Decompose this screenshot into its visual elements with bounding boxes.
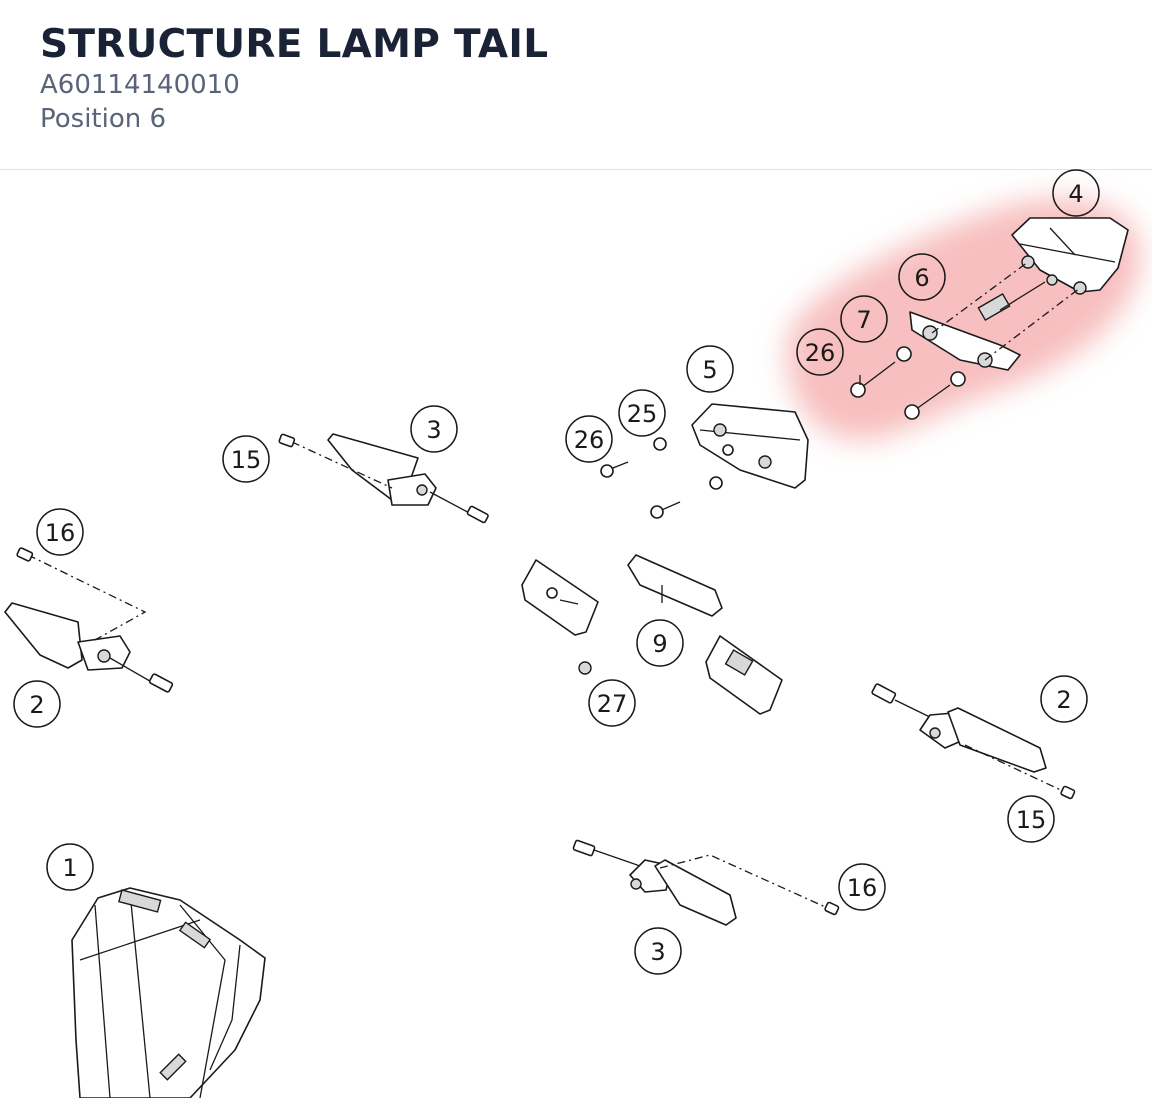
callout-circle: [618, 389, 666, 437]
callout-circle: [634, 927, 682, 975]
callouts: 4 6 7 26 5 25 26 3 15 16 2 9 27 2 15 1 16 3: [13, 169, 1100, 975]
callout-number: 3: [650, 938, 665, 966]
part-5-license-lamp[interactable]: [691, 403, 809, 489]
callout-circle: [36, 508, 84, 556]
callout-number: 2: [29, 691, 44, 719]
callout-1[interactable]: 1: [46, 843, 94, 891]
callout-circle: [1052, 169, 1100, 217]
part-2-indicator-left[interactable]: [4, 602, 174, 693]
callout-number: 27: [597, 690, 628, 718]
callout-circle: [1040, 675, 1088, 723]
callout-9[interactable]: 9: [636, 619, 684, 667]
callout-circle: [686, 345, 734, 393]
callout-circle: [840, 295, 888, 343]
part-15-screw-upper[interactable]: [278, 433, 393, 489]
part-7-washers[interactable]: [896, 346, 966, 387]
callout-circle: [46, 843, 94, 891]
callout-15[interactable]: 15: [1007, 795, 1055, 843]
part-1-housing[interactable]: [71, 887, 266, 1098]
callout-circle: [898, 253, 946, 301]
callout-circle: [1007, 795, 1055, 843]
callout-number: 3: [426, 416, 441, 444]
callout-number: 4: [1068, 180, 1083, 208]
callout-number: 25: [627, 400, 658, 428]
callout-25[interactable]: 25: [618, 389, 666, 437]
callout-2[interactable]: 2: [13, 680, 61, 728]
callout-number: 15: [231, 446, 262, 474]
callout-circle: [565, 415, 613, 463]
callout-number: 26: [574, 426, 605, 454]
callout-number: 16: [847, 874, 878, 902]
callout-16[interactable]: 16: [838, 863, 886, 911]
callout-number: 9: [652, 630, 667, 658]
callout-27[interactable]: 27: [588, 679, 636, 727]
callout-2[interactable]: 2: [1040, 675, 1088, 723]
header: STRUCTURE LAMP TAIL A60114140010 Positio…: [0, 0, 1152, 170]
callout-16[interactable]: 16: [36, 508, 84, 556]
part-26-screws-top[interactable]: [850, 361, 951, 420]
callout-3[interactable]: 3: [634, 927, 682, 975]
callout-number: 26: [805, 339, 836, 367]
callout-7[interactable]: 7: [840, 295, 888, 343]
part-16-screw-lower[interactable]: [659, 854, 840, 916]
callout-number: 1: [62, 854, 77, 882]
callout-circle: [410, 405, 458, 453]
callout-6[interactable]: 6: [898, 253, 946, 301]
page-title: STRUCTURE LAMP TAIL: [40, 22, 549, 67]
callout-circle: [796, 328, 844, 376]
callout-number: 16: [45, 519, 76, 547]
callout-circle: [838, 863, 886, 911]
callout-number: 7: [856, 306, 871, 334]
callout-26[interactable]: 26: [565, 415, 613, 463]
callout-5[interactable]: 5: [686, 345, 734, 393]
part-2-indicator-right[interactable]: [871, 683, 1047, 773]
part-9-plates[interactable]: [521, 554, 783, 715]
part-6-bracket[interactable]: [909, 261, 1081, 371]
part-code: A60114140010: [40, 70, 240, 100]
part-3-indicator-lower[interactable]: [572, 839, 737, 926]
callout-number: 6: [914, 264, 929, 292]
callout-circle: [636, 619, 684, 667]
callout-circle: [13, 680, 61, 728]
part-26-screws-mid[interactable]: [600, 461, 681, 519]
part-3-indicator-upper[interactable]: [327, 433, 489, 524]
callout-circle: [588, 679, 636, 727]
callout-3[interactable]: 3: [410, 405, 458, 453]
callout-number: 5: [702, 356, 717, 384]
callout-number: 15: [1016, 806, 1047, 834]
part-15-screw-right[interactable]: [964, 744, 1076, 800]
callout-26[interactable]: 26: [796, 328, 844, 376]
callout-number: 2: [1056, 686, 1071, 714]
part-16-screw-left[interactable]: [16, 547, 147, 641]
part-25-nuts[interactable]: [653, 437, 723, 490]
position-label: Position 6: [40, 104, 167, 134]
callout-circle: [222, 435, 270, 483]
callout-15[interactable]: 15: [222, 435, 270, 483]
part-27-nut[interactable]: [578, 661, 592, 675]
callout-4[interactable]: 4: [1052, 169, 1100, 217]
